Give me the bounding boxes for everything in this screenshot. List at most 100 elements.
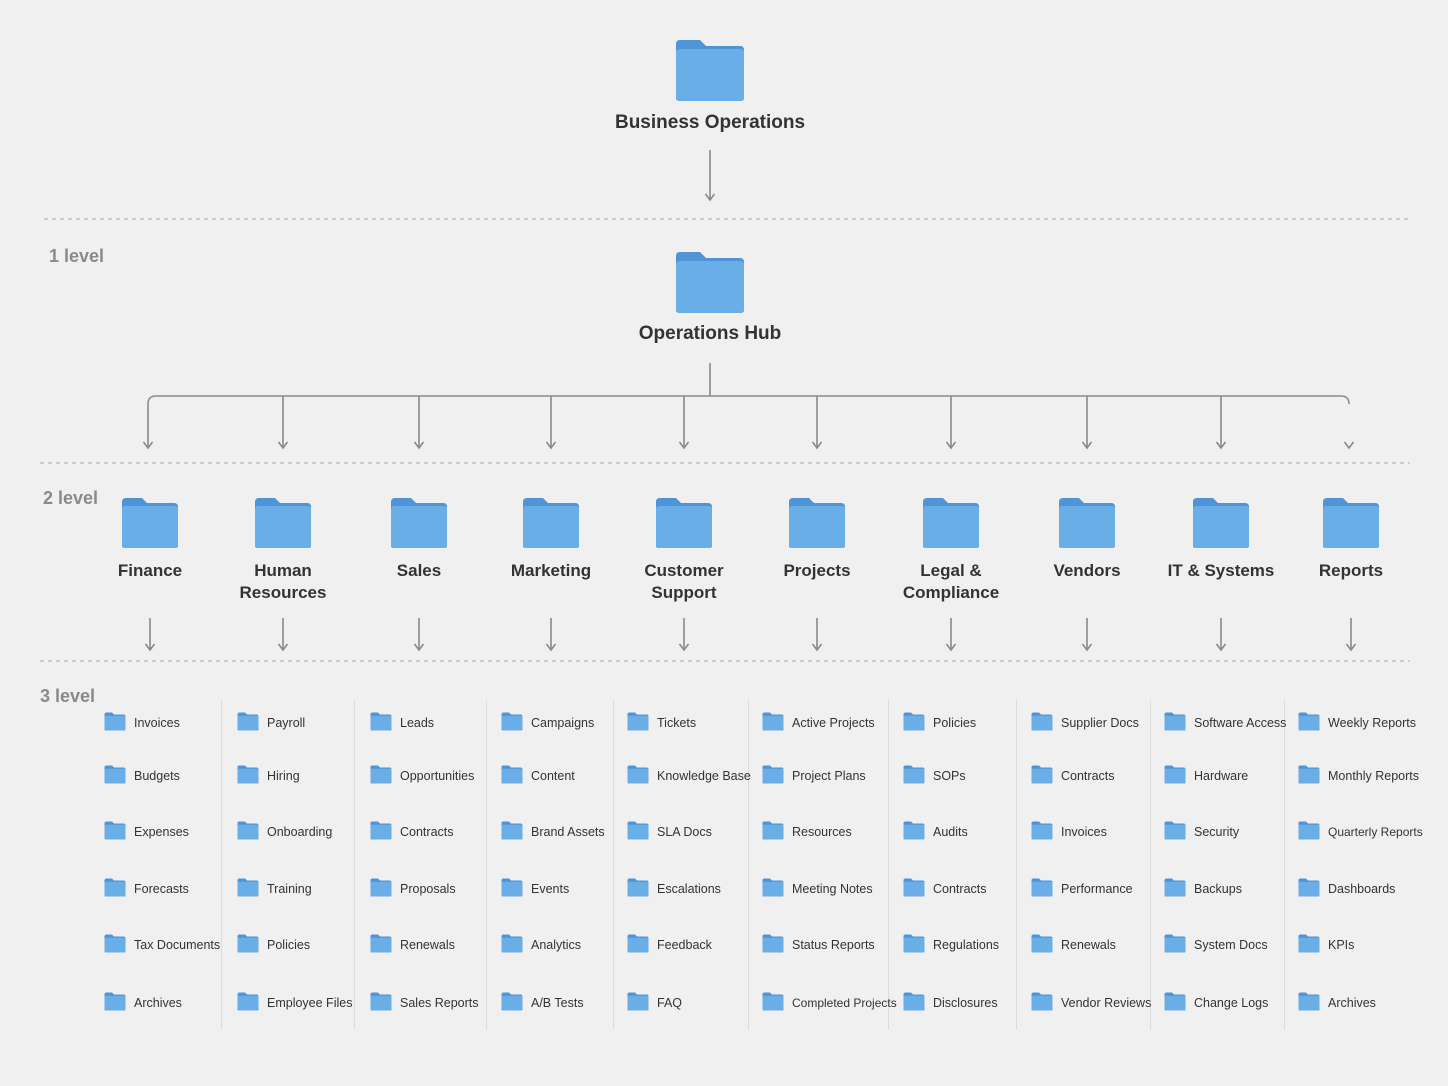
dept-label[interactable]: IT & Systems [1167,561,1275,580]
root-folder-icon[interactable] [674,38,746,102]
folder-icon[interactable] [1192,497,1250,549]
folder-icon [1298,934,1320,953]
folder-icon [501,765,523,784]
folder-icon[interactable] [788,497,846,549]
folder-icon [903,821,925,840]
folder-icon [237,878,259,897]
folder-icon [104,992,126,1011]
subfolder-label: Hiring [267,769,300,783]
subfolder-label: Events [531,882,570,896]
dept-down-arrow-head [678,643,690,652]
dept-arrow-head [1343,441,1355,450]
subfolder-label: Training [267,882,312,896]
subfolder-label: Quarterly Reports [1328,825,1423,839]
column-separator [748,700,749,1030]
subfolder-label: Backups [1194,882,1242,896]
folder-icon[interactable] [121,497,179,549]
folder-icon [501,821,523,840]
column-separator [1284,700,1285,1030]
subfolder-label: A/B Tests [531,996,584,1010]
hub-branch-bus [147,395,1350,448]
folder-icon [627,992,649,1011]
folder-icon[interactable] [922,497,980,549]
folder-icon [627,765,649,784]
folder-icon[interactable] [390,497,448,549]
folder-icon [1164,878,1186,897]
dept-down-arrow-head [811,643,823,652]
subfolder-label: Tax Documents [134,938,221,952]
dept-label[interactable]: Sales [396,561,442,580]
subfolder-label: Expenses [134,825,189,839]
root-to-hub-arrow-head [704,193,716,202]
dept-arrow-head [678,441,690,450]
subfolder-label: Resources [792,825,852,839]
subfolder-label: Renewals [400,938,455,952]
folder-icon [1031,765,1053,784]
subfolder-label: Active Projects [792,716,875,730]
folder-icon[interactable] [254,497,312,549]
hub-title[interactable]: Operations Hub [638,323,782,344]
subfolder-label: System Docs [1194,938,1268,952]
subfolder-label: Weekly Reports [1328,716,1416,730]
dept-label[interactable]: Marketing [510,561,592,580]
subfolder-label: Proposals [400,882,456,896]
subfolder-label: Feedback [657,938,712,952]
dept-label[interactable]: Customer Support [644,561,724,602]
subfolder-label: Disclosures [933,996,998,1010]
dept-label[interactable]: Finance [117,561,183,580]
dept-down-arrow-head [144,643,156,652]
folder-icon[interactable] [655,497,713,549]
subfolder-label: Invoices [1061,825,1107,839]
folder-icon [1164,712,1186,731]
folder-icon [903,934,925,953]
folder-icon [237,934,259,953]
subfolder-label: Change Logs [1194,996,1269,1010]
folder-icon [627,821,649,840]
folder-icon[interactable] [522,497,580,549]
folder-icon [237,712,259,731]
subfolder-label: Contracts [1061,769,1115,783]
folder-icon [1298,878,1320,897]
hub-folder-icon[interactable] [674,250,746,314]
dept-down-arrow-head [545,643,557,652]
subfolder-label: Completed Projects [792,996,897,1010]
subfolder-label: SLA Docs [657,825,712,839]
subfolder-label: Analytics [531,938,582,952]
subfolder-label: Campaigns [531,716,595,730]
root-title[interactable]: Business Operations [614,112,806,133]
subfolder-label: Contracts [933,882,987,896]
dept-down-arrow-head [1215,643,1227,652]
dept-arrow-head [277,441,289,450]
subfolder-label: Invoices [134,716,180,730]
folder-icon[interactable] [1322,497,1380,549]
subfolder-label: Status Reports [792,938,875,952]
dept-arrow-head [945,441,957,450]
column-separator [613,700,614,1030]
subfolder-label: Escalations [657,882,721,896]
folder-icon[interactable] [1058,497,1116,549]
subfolder-label: Opportunities [400,769,475,783]
folder-icon [1298,712,1320,731]
dept-label[interactable]: Human Resources [239,561,327,602]
column-separator [354,700,355,1030]
folder-icon [370,712,392,731]
folder-icon [1031,992,1053,1011]
folder-icon [237,821,259,840]
folder-icon [903,712,925,731]
dept-label[interactable]: Vendors [1053,561,1121,580]
column-separator [888,700,889,1030]
dept-label[interactable]: Legal & Compliance [902,561,1000,602]
column-separator [486,700,487,1030]
dept-label[interactable]: Reports [1318,561,1384,580]
subfolder-label: Project Plans [792,769,866,783]
folder-icon [1031,821,1053,840]
dept-label[interactable]: Projects [783,561,851,580]
subfolder-label: Brand Assets [531,825,605,839]
dept-arrow-head [1215,441,1227,450]
folder-icon [104,821,126,840]
subfolder-label: FAQ [657,996,683,1010]
dept-down-arrow-head [277,643,289,652]
dept-arrow-head [811,441,823,450]
folder-icon [903,765,925,784]
